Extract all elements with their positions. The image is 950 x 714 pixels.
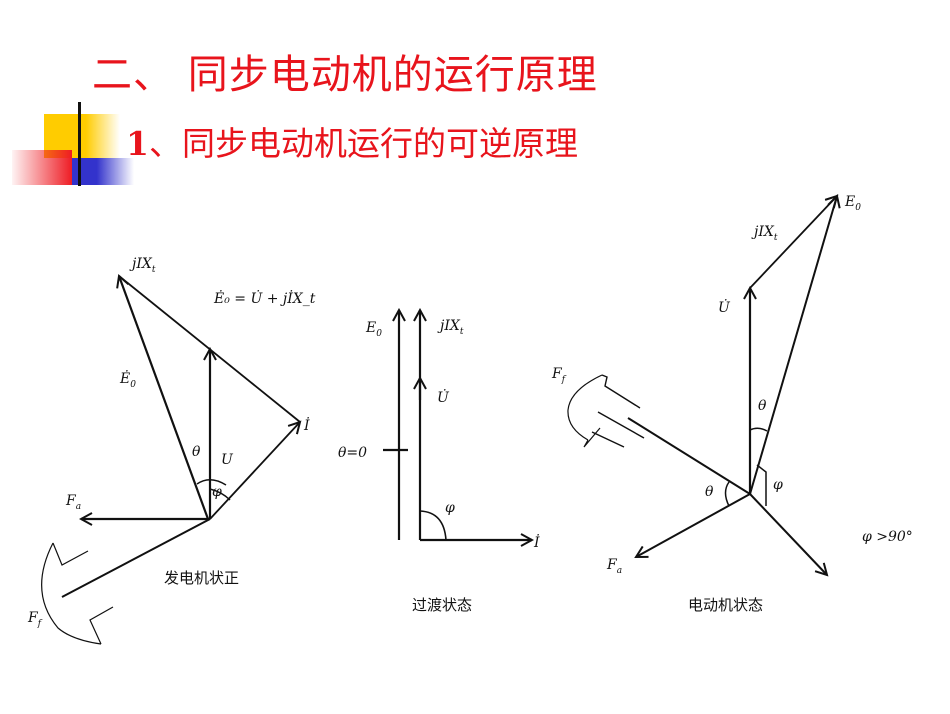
motor-u-label: U̇ bbox=[718, 298, 731, 316]
motor-theta-label: θ bbox=[758, 398, 767, 414]
e0-vector bbox=[119, 276, 210, 520]
transition-theta-label: θ=0 bbox=[338, 445, 367, 461]
transition-caption: 过渡状态 bbox=[412, 596, 473, 614]
motor-phi-label: φ bbox=[773, 477, 783, 493]
i-vector bbox=[749, 493, 827, 575]
ff-vector bbox=[627, 417, 751, 495]
fa-vector bbox=[636, 493, 751, 557]
motor-condition-label: φ >90° bbox=[862, 529, 913, 545]
section-subtitle-text: 、同步电动机运行的可逆原理 bbox=[148, 124, 578, 163]
generator-i-label: İ bbox=[303, 416, 310, 434]
page-title: 二、 同步电动机的运行原理 bbox=[92, 52, 598, 98]
ff-vector bbox=[61, 518, 211, 598]
generator-caption: 发电机状正 bbox=[164, 569, 240, 587]
transition-e0-label: E0 bbox=[365, 320, 382, 339]
jix-vector bbox=[118, 275, 301, 423]
transition-phasor-diagram bbox=[383, 310, 532, 540]
transition-u-label: U̇ bbox=[437, 388, 450, 406]
decor-red-block bbox=[12, 150, 72, 185]
jix-vector bbox=[749, 196, 837, 289]
i-vector bbox=[209, 422, 300, 520]
motor-caption: 电动机状态 bbox=[688, 596, 764, 614]
motor-jix-label: jIXt bbox=[751, 224, 778, 243]
decor-vertical-bar bbox=[78, 102, 81, 186]
generator-ff-label: Ff bbox=[27, 610, 43, 629]
generator-theta-label: θ bbox=[192, 444, 201, 460]
transition-jix-label: jIXt bbox=[437, 318, 464, 337]
motor-ff-label: Ff bbox=[551, 366, 567, 385]
section-number: 1 bbox=[126, 124, 149, 163]
generator-phi-label: φ bbox=[212, 484, 222, 500]
generator-equation: Ė₀ = U̇ + jİX_t bbox=[213, 289, 316, 307]
motor-phasor-diagram bbox=[567, 196, 837, 575]
motor-theta2-label: θ bbox=[705, 484, 714, 500]
transition-phi-label: φ bbox=[445, 500, 455, 516]
decor-blue-block bbox=[72, 158, 134, 185]
motor-e0-label: E0 bbox=[844, 194, 861, 213]
generator-phasor-diagram bbox=[41, 275, 301, 645]
motor-fa-label: Fa bbox=[606, 557, 622, 576]
transition-i-label: İ bbox=[533, 533, 540, 551]
section-subtitle: 1、同步电动机运行的可逆原理 bbox=[126, 117, 578, 165]
generator-fa-label: Fa bbox=[65, 493, 81, 512]
generator-jix-label: jIXt bbox=[129, 256, 156, 275]
e0-vector bbox=[749, 196, 837, 495]
generator-e0-label: Ė0 bbox=[119, 369, 136, 390]
generator-u-label: U bbox=[221, 452, 234, 468]
